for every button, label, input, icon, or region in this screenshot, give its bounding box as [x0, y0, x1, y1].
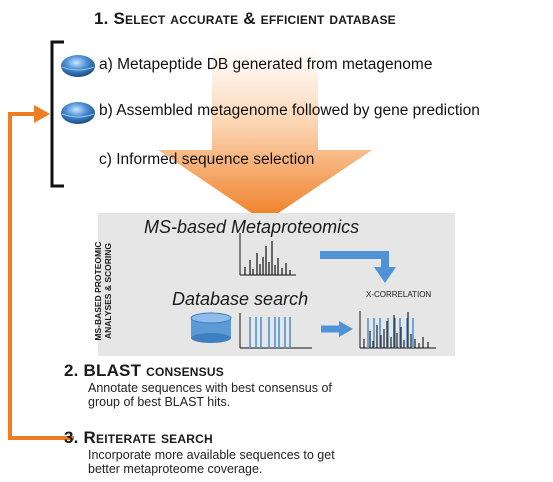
step2-description: Annotate sequences with best consensus o… [88, 381, 332, 409]
blue-right-arrow [321, 321, 353, 337]
step1-heading: 1. Select accurate & efficient database [94, 9, 396, 29]
option-c: c) Informed sequence selection [99, 151, 315, 168]
blue-elbow-arrow [320, 251, 396, 283]
panel-title-database-search: Database search [172, 289, 309, 309]
database-icon [190, 312, 232, 343]
step1-title: Select accurate & efficient database [113, 9, 396, 28]
step2-title-rest: consensus [146, 361, 224, 380]
step2-number: 2. [64, 361, 79, 380]
option-b: b) Assembled metagenome followed by gene… [99, 102, 480, 119]
step3-description: Incorporate more available sequences to … [88, 448, 335, 476]
reiterate-loop-arrow [8, 112, 74, 440]
reiterate-arrowhead [34, 105, 50, 123]
step3-title: Reiterate search [83, 428, 213, 447]
xcorr-spectrum-icon [359, 311, 436, 349]
theoretical-spectrum-icon [239, 313, 312, 349]
step3-heading: 3. Reiterate search [64, 428, 213, 448]
option-a: a) Metapeptide DB generated from metagen… [99, 56, 433, 73]
step3-number: 3. [64, 428, 79, 447]
ms-spectrum-icon [239, 233, 296, 276]
options-bracket [50, 40, 64, 188]
step1-number: 1. [94, 9, 109, 28]
globe-icon [61, 102, 95, 124]
step2-title-main: BLAST [83, 361, 142, 380]
step2-heading: 2. BLAST consensus [64, 361, 224, 381]
xcorr-label: X-CORRELATION [366, 290, 432, 299]
panel-title-metaproteomics: MS-based Metaproteomics [144, 217, 360, 237]
panel-graphics [190, 233, 436, 349]
big-down-arrow [158, 48, 372, 222]
globe-icon [61, 55, 95, 77]
